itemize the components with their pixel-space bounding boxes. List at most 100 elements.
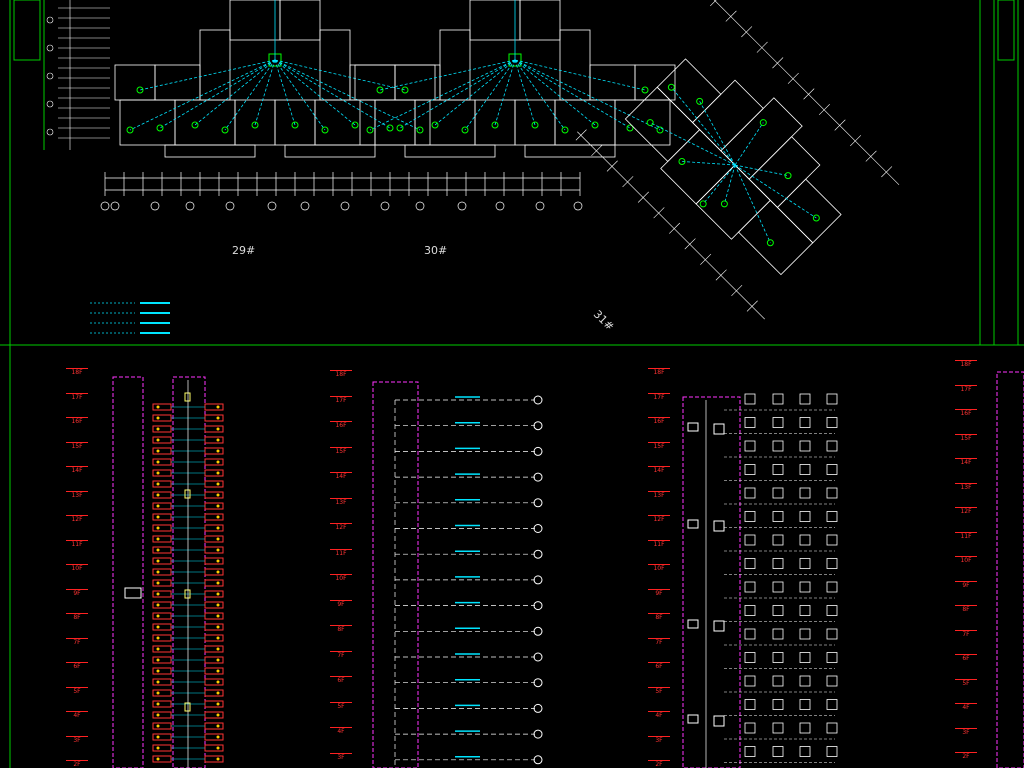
room-wall (354, 64, 396, 101)
meter-right (204, 414, 224, 422)
riser-shaft (172, 376, 206, 768)
floor-label: 4F (648, 711, 670, 719)
wiring-line (702, 164, 736, 205)
tv-outlet (826, 511, 838, 522)
tv-outlet (772, 440, 784, 452)
axis-bubble (300, 201, 310, 211)
floor-label: 13F (648, 490, 670, 499)
room-wall (164, 144, 256, 158)
axis-bubble (185, 201, 195, 211)
meter-left (152, 513, 172, 521)
tv-outlet (826, 487, 838, 499)
outlet-device (416, 126, 424, 134)
wiring-line (514, 59, 661, 131)
floor-plan-29 (114, 0, 436, 158)
room-wall (314, 99, 376, 146)
room-wall (524, 144, 616, 158)
dim-line (711, 0, 900, 186)
axis-bubble (495, 201, 505, 211)
outlet-device (531, 121, 539, 129)
room-wall (656, 58, 722, 124)
terminal (156, 559, 160, 563)
meter-left (152, 425, 172, 433)
dim-tick (865, 150, 877, 162)
meter-left (152, 700, 172, 708)
axis-bubble (46, 128, 54, 136)
terminal (216, 504, 220, 508)
terminal (216, 581, 220, 585)
terminal (156, 757, 160, 761)
terminal (216, 713, 220, 717)
meter-left (152, 667, 172, 675)
meter-left (152, 634, 172, 642)
outlet-device (376, 86, 384, 94)
tv-outlet (826, 393, 838, 405)
room-wall (284, 144, 376, 158)
meter-right (204, 480, 224, 488)
meter-right (204, 601, 224, 609)
room-wall (359, 99, 416, 146)
meter-left (152, 623, 172, 631)
outlet-device (784, 172, 792, 180)
tv-outlet (744, 722, 756, 734)
building-30-label: 30# (424, 244, 448, 257)
terminal (216, 603, 220, 607)
outlet-device (366, 126, 374, 134)
floor-label: 7F (955, 629, 977, 638)
outlet-device (396, 124, 404, 132)
tv-outlet (799, 605, 811, 616)
terminal (216, 757, 220, 761)
terminal (216, 460, 220, 464)
terminal (156, 702, 160, 706)
axis-bubble (110, 201, 120, 211)
meter-left (152, 711, 172, 719)
meter-right (204, 436, 224, 444)
floor-label: 17F (955, 384, 977, 393)
meter-left (152, 612, 172, 620)
tv-outlet (826, 746, 838, 757)
terminal (216, 427, 220, 431)
terminal-device (533, 652, 543, 662)
building-29-label: 29# (232, 244, 256, 257)
dim-tick (653, 207, 665, 219)
floor-label: 11F (955, 531, 977, 540)
meter-left (152, 689, 172, 697)
tv-outlet (826, 722, 838, 734)
amplifier-box (713, 715, 725, 727)
floor-label: 13F (330, 497, 352, 506)
floor-label: 16F (955, 409, 977, 417)
room-wall (374, 99, 431, 146)
axis-bubble (340, 201, 350, 211)
meter-right (204, 711, 224, 719)
floor-label: 12F (66, 515, 88, 523)
terminal (156, 746, 160, 750)
meter-left (152, 579, 172, 587)
terminal (156, 724, 160, 728)
wiring-line (399, 59, 516, 129)
meter-right (204, 546, 224, 554)
wiring-line (649, 122, 736, 166)
wiring-line (734, 164, 771, 243)
terminal (216, 471, 220, 475)
wiring-line (274, 59, 356, 126)
floor-label: 11F (648, 539, 670, 548)
terminal (216, 636, 220, 640)
room-wall (154, 64, 201, 101)
meter-right (204, 623, 224, 631)
dim-tick (622, 176, 634, 188)
outlet-device (626, 124, 634, 132)
outlet-device (156, 124, 164, 132)
room-wall (469, 0, 521, 41)
terminal (156, 603, 160, 607)
floor-switch (687, 422, 699, 432)
terminal-device (533, 626, 543, 636)
outlet-device (191, 121, 199, 129)
riser-diagram-b (372, 381, 543, 768)
wiring-line (514, 59, 596, 126)
meter-right (204, 403, 224, 411)
floor-label: 10F (330, 574, 352, 582)
floor-label: 6F (648, 662, 670, 670)
wiring-line (274, 59, 296, 126)
wiring-line (734, 164, 789, 176)
tv-outlet (799, 675, 811, 687)
